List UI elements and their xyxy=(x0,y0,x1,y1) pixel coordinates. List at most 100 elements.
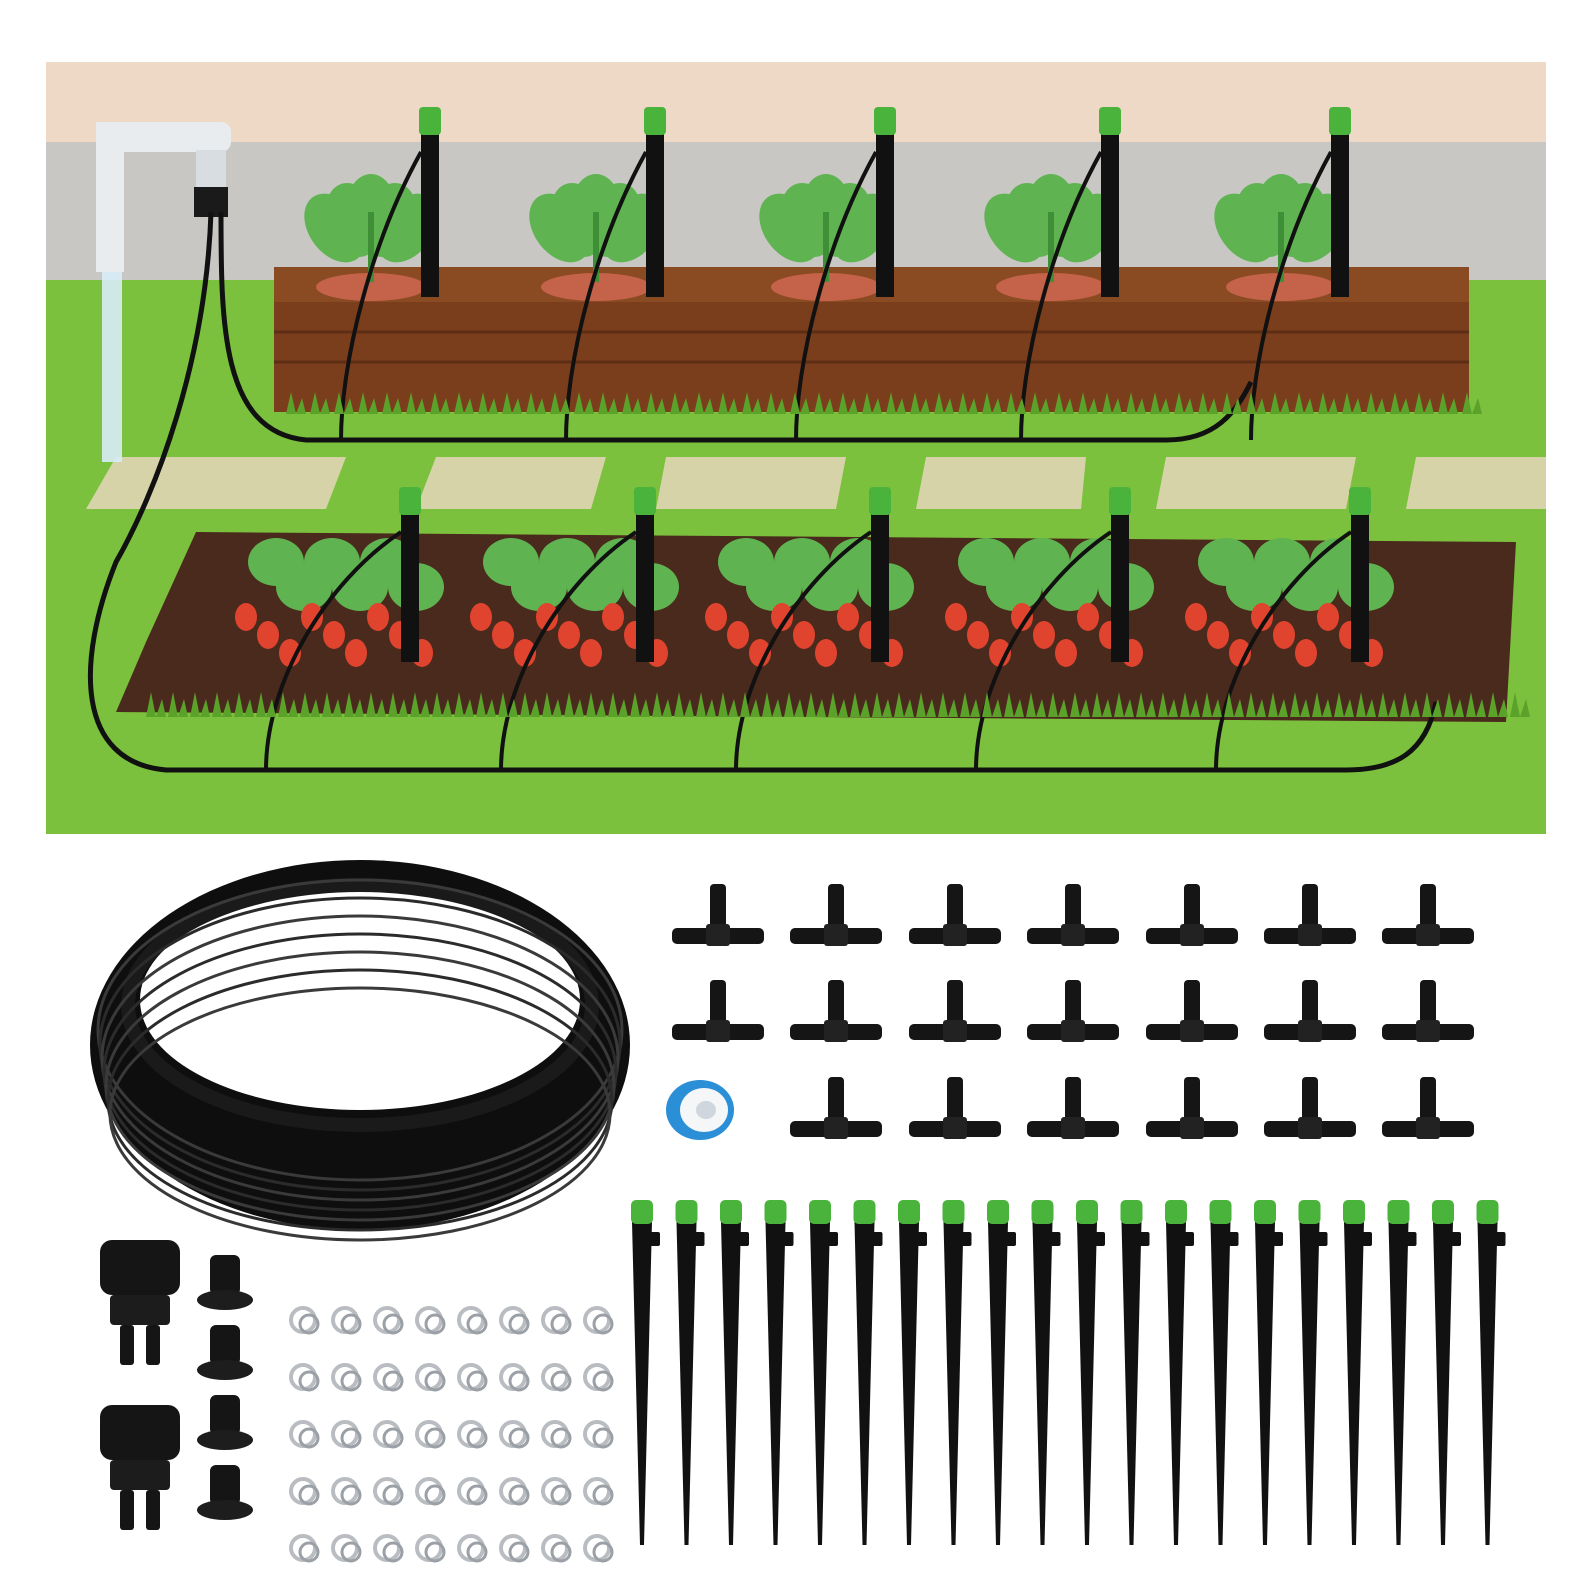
hose-clamp-icon xyxy=(331,1477,362,1506)
grass-tuft xyxy=(382,392,402,414)
grass-tuft xyxy=(1294,392,1314,414)
branch-tubing xyxy=(974,530,1113,771)
grass-tuft xyxy=(432,692,452,717)
grass-tuft xyxy=(278,692,298,717)
coil-ring xyxy=(106,968,614,1232)
grass-tuft xyxy=(598,392,618,414)
grass-tuft xyxy=(1334,692,1354,717)
coil-ring xyxy=(104,950,616,1222)
tee-connector-icon xyxy=(790,980,882,1042)
hose-clamp-icon xyxy=(289,1363,320,1392)
hose-clamp-icon xyxy=(541,1534,572,1563)
grass-tuft xyxy=(1290,692,1310,717)
grass-tuft xyxy=(1092,692,1112,717)
grass-tuft xyxy=(718,392,738,414)
sky-band xyxy=(46,62,1546,142)
grass-tuft xyxy=(256,692,276,717)
branch-tubing xyxy=(264,530,403,771)
grass-tuft xyxy=(694,392,714,414)
end-plug-icon xyxy=(197,1325,253,1380)
hose-clamp-icon xyxy=(331,1363,362,1392)
grass-tuft xyxy=(1070,692,1090,717)
hose-clamp-icon xyxy=(583,1477,614,1506)
tee-connector-icon xyxy=(1382,1077,1474,1139)
tee-connector-icon xyxy=(672,980,764,1042)
grass-tuft xyxy=(1270,392,1290,414)
hose-clamp-icon xyxy=(289,1420,320,1449)
grass-tuft xyxy=(1246,692,1266,717)
hose-clamp-icon xyxy=(457,1306,488,1335)
hose-clamp-icon xyxy=(499,1477,530,1506)
grass-tuft xyxy=(1222,392,1242,414)
grass-tuft xyxy=(1136,692,1156,717)
grass-tuft xyxy=(344,692,364,717)
grass-tuft xyxy=(608,692,628,717)
grass-tuft xyxy=(886,392,906,414)
strawberry-plant xyxy=(470,538,679,667)
tee-connector-grid xyxy=(672,884,1474,1139)
grass-tuft xyxy=(168,692,188,717)
coil-ring xyxy=(98,896,622,1192)
grass-tuft xyxy=(478,392,498,414)
strawberry-plant xyxy=(235,538,444,667)
grass-tuft xyxy=(1158,692,1178,717)
drip-stake-icon xyxy=(942,1200,972,1545)
tee-connector-icon xyxy=(1382,980,1474,1042)
grass-tuft xyxy=(1268,692,1288,717)
branch-tubing xyxy=(734,530,873,771)
grass-tuft xyxy=(586,692,606,717)
drip-stake-icon xyxy=(675,1200,705,1545)
tee-connector-icon xyxy=(1382,884,1474,946)
tee-connector-icon xyxy=(1146,1077,1238,1139)
coil-ring xyxy=(100,914,620,1202)
grass-tuft xyxy=(1444,692,1464,717)
grass-tuft xyxy=(526,392,546,414)
grass-tuft xyxy=(1126,392,1146,414)
grass-tuft xyxy=(1510,692,1530,717)
grass-tuft xyxy=(146,692,166,717)
grass-tuft xyxy=(630,692,650,717)
grass-tuft xyxy=(696,692,716,717)
drip-stake-icon xyxy=(631,1200,660,1545)
grass-tuft xyxy=(828,692,848,717)
hose-clamp-icon xyxy=(373,1477,404,1506)
hose-clamp-icon xyxy=(373,1363,404,1392)
drip-stake-icon xyxy=(1109,487,1131,662)
hose-clamp-icon xyxy=(457,1363,488,1392)
grass-tuft xyxy=(1466,692,1486,717)
grass-tuft xyxy=(1048,692,1068,717)
grass-tuft xyxy=(894,692,914,717)
tee-connector-icon xyxy=(1264,1077,1356,1139)
grass-tuft xyxy=(190,692,210,717)
hose-clamp-icon xyxy=(289,1534,320,1563)
grass-tuft xyxy=(1198,392,1218,414)
drip-stake-icon xyxy=(1476,1200,1506,1545)
grass-tuft xyxy=(862,392,882,414)
grass-tuft xyxy=(550,392,570,414)
drip-stake-icon xyxy=(1076,1200,1105,1545)
teflon-tape-icon xyxy=(666,1080,734,1140)
grass-tuft xyxy=(1366,392,1386,414)
grass-tuft xyxy=(1202,692,1222,717)
hose-clamp-icon xyxy=(541,1420,572,1449)
grass-tuft xyxy=(790,392,810,414)
grass-tuft xyxy=(1462,392,1482,414)
grass-tuft xyxy=(806,692,826,717)
branch-tubing xyxy=(1214,530,1353,771)
grass-tuft xyxy=(476,692,496,717)
tubing-coil-icon xyxy=(90,860,630,1242)
tee-connector-icon xyxy=(1027,884,1119,946)
hose-clamp-icon xyxy=(583,1363,614,1392)
hose-clamp-icon xyxy=(457,1477,488,1506)
main-tubing xyxy=(87,211,1439,773)
end-plug-icon xyxy=(197,1255,253,1310)
grass-tuft xyxy=(674,692,694,717)
coil-ring xyxy=(108,986,612,1242)
drip-stake-icon xyxy=(399,487,421,662)
faucet-icon xyxy=(96,122,231,462)
hose-clamp-icon xyxy=(373,1306,404,1335)
branch-tubing xyxy=(499,530,638,771)
grass-tuft xyxy=(850,692,870,717)
tee-connector-icon xyxy=(1027,980,1119,1042)
drip-stake-icon xyxy=(898,1200,927,1545)
